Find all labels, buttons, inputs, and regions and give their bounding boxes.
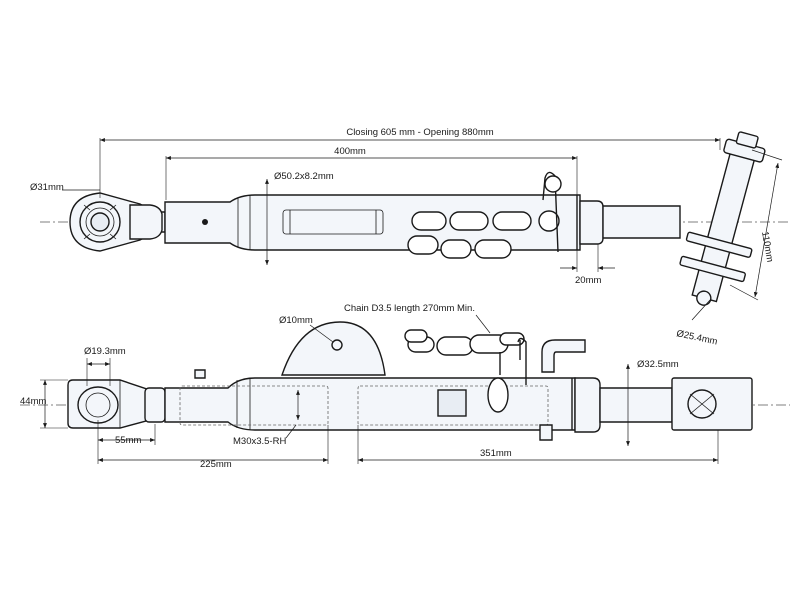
tube-length-351-label: 351mm <box>480 448 512 459</box>
ball-width-label: 44mm <box>20 396 46 407</box>
top-eye-end <box>69 192 166 252</box>
bottom-handle <box>541 339 586 373</box>
chain-label: Chain D3.5 length 270mm Min. <box>344 303 475 314</box>
top-chain <box>407 171 562 259</box>
top-collar <box>579 200 681 245</box>
thread-label: M30x3.5-RH <box>233 436 286 447</box>
bottom-view: Ø10mm Chain D3.5 length 270mm Min. Ø19.3… <box>20 303 790 470</box>
rod-diameter-label: Ø32.5mm <box>637 359 679 370</box>
tube-diameter-label: Ø50.2x8.2mm <box>274 171 334 182</box>
bottom-collar <box>574 377 673 433</box>
plate-hole-label: Ø10mm <box>279 315 313 326</box>
pin-diameter-label: Ø25.4mm <box>675 328 718 347</box>
bottom-plate <box>281 321 386 376</box>
bottom-ball-end <box>67 379 169 429</box>
top-view: Closing 605 mm - Opening 880mm 400mm Ø50… <box>30 127 790 348</box>
overall-length-label: Closing 605 mm - Opening 880mm <box>346 127 493 138</box>
top-pin <box>679 131 766 306</box>
bottom-chain <box>404 329 527 413</box>
bottom-clevis <box>671 377 753 431</box>
thread-length-label: 225mm <box>200 459 232 470</box>
tube-length-label: 400mm <box>334 146 366 157</box>
ball-offset-label: 55mm <box>115 435 141 446</box>
ball-diameter-label: Ø19.3mm <box>84 346 126 357</box>
eye-diameter-label: Ø31mm <box>30 182 64 193</box>
bottom-tube <box>164 369 576 441</box>
pin-length-label: 110mm <box>759 231 775 263</box>
stop-width-label: 20mm <box>575 275 601 286</box>
top-dimensions: Closing 605 mm - Opening 880mm 400mm Ø50… <box>30 127 783 348</box>
bottom-dimensions: Ø10mm Chain D3.5 length 270mm Min. Ø19.3… <box>20 303 719 470</box>
